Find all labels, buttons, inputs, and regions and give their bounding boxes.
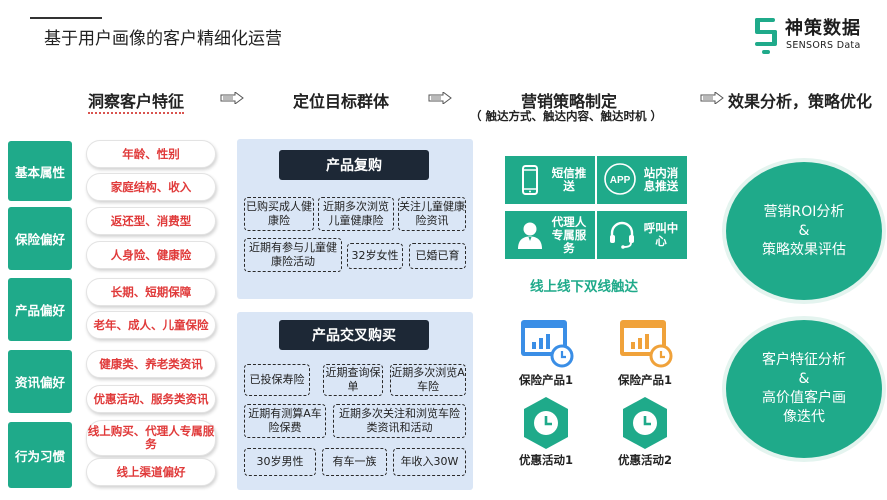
logo-text-cn: 神策数据 [785, 18, 861, 39]
pill-online-channel: 线上渠道偏好 [86, 458, 216, 486]
chart-card-blue-icon [521, 320, 574, 368]
agent-icon [518, 222, 542, 249]
category-product-pref: 产品偏好 [8, 278, 72, 341]
panel-cross-sell: 产品交叉购买 已投保寿险 近期查询保单 近期多次浏览A车险 近期有测算A车险保费… [237, 312, 473, 490]
category-info-pref: 资讯偏好 [8, 350, 72, 413]
content-label: 保险产品1 [618, 373, 673, 387]
tag: 已投保寿险 [244, 364, 310, 396]
svg-text:APP: APP [610, 175, 631, 186]
content-label: 保险产品1 [519, 373, 574, 387]
sensors-logo-icon [755, 18, 777, 54]
tag: 近期有测算A车险保费 [244, 404, 326, 438]
title-accent-line [30, 17, 102, 19]
panel-title: 产品交叉购买 [279, 320, 429, 350]
result-roi-circle: 营销ROI分析 & 策略效果评估 [726, 162, 882, 300]
clock-shield-icon [524, 397, 568, 449]
tag: 近期查询保单 [323, 364, 383, 396]
tag: 年收入30W [393, 448, 466, 476]
logo-text-en: SENSORS Data [786, 40, 861, 51]
channel-agent: 代理人专属服务 [505, 211, 595, 259]
pill-family-income: 家庭结构、收入 [86, 173, 216, 201]
panel-title: 产品复购 [279, 150, 429, 180]
content-label: 优惠活动1 [519, 453, 574, 467]
stage-target: 定位目标群体 [293, 92, 390, 111]
pill-age-groups: 老年、成人、儿童保险 [86, 311, 216, 339]
pill-online-agent: 线上购买、代理人专属服务 [86, 420, 216, 456]
pill-health-info: 健康类、养老类资讯 [86, 350, 216, 378]
tag: 有车一族 [322, 448, 387, 476]
tag: 关注儿童健康险资讯 [398, 197, 466, 231]
category-insurance-pref: 保险偏好 [8, 207, 72, 270]
tag: 已婚已育 [409, 243, 466, 269]
arrow-icon [428, 92, 452, 104]
tag: 已购买成人健康险 [244, 197, 314, 231]
category-behavior: 行为习惯 [8, 422, 72, 488]
tag: 近期有参与儿童健康险活动 [244, 238, 342, 272]
arrow-icon [220, 92, 244, 104]
pill-return-type: 返还型、消费型 [86, 207, 216, 235]
brand-logo: 神策数据 SENSORS Data [753, 14, 873, 60]
headset-icon [610, 221, 634, 249]
pill-term: 长期、短期保障 [86, 278, 216, 306]
pill-life-health: 人身险、健康险 [86, 241, 216, 269]
content-label: 优惠活动2 [618, 453, 673, 467]
pill-promo-info: 优惠活动、服务类资讯 [86, 385, 216, 413]
tag: 30岁男性 [244, 448, 316, 476]
panel-repurchase: 产品复购 已购买成人健康险 近期多次浏览儿童健康险 关注儿童健康险资讯 近期有参… [237, 139, 473, 299]
pill-age-gender: 年龄、性别 [86, 140, 216, 168]
tag: 32岁女性 [347, 243, 403, 269]
app-icon: APP [604, 163, 636, 195]
page-title: 基于用户画像的客户精细化运营 [44, 29, 282, 49]
stage-strategy: 营销策略制定 [521, 92, 618, 111]
result-profile-circle: 客户特征分析 & 高价值客户画像迭代 [726, 320, 882, 458]
channel-sms: 短信推送 [505, 156, 595, 204]
category-basic: 基本属性 [8, 141, 72, 201]
clock-shield-icon [623, 397, 667, 449]
stage-analysis: 效果分析，策略优化 [728, 92, 873, 111]
stage-strategy-sub: （ 触达方式、触达内容、触达时机 ） [470, 109, 663, 123]
arrow-icon [700, 92, 724, 104]
channel-call-center: 呼叫中心 [597, 211, 687, 259]
channel-app-push: APP 站内消息推送 [597, 156, 687, 204]
online-offline-label: 线上线下双线触达 [530, 279, 638, 295]
chart-card-orange-icon [620, 320, 673, 368]
tag: 近期多次关注和浏览车险类资讯和活动 [333, 404, 466, 438]
tag: 近期多次浏览儿童健康险 [318, 197, 394, 231]
phone-icon [522, 165, 538, 195]
stage-insight: 洞察客户特征 [88, 88, 185, 114]
tag: 近期多次浏览A车险 [390, 364, 466, 396]
